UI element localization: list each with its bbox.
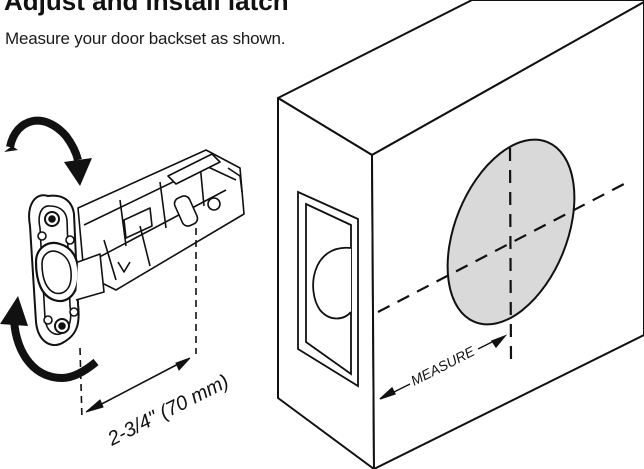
measure-dimension — [379, 334, 508, 400]
latch-assembly — [28, 149, 245, 347]
cross-bore-hole — [446, 138, 576, 326]
latch-recess — [297, 190, 359, 388]
instruction-text: Measure your door backset as shown. — [5, 29, 286, 48]
rotation-arrow-bottom — [0, 296, 99, 383]
bore-centerlines — [377, 147, 625, 363]
page-title: Adjust and install latch — [4, 0, 289, 16]
rotation-arrow-top — [4, 116, 92, 186]
backset-dimension — [79, 228, 197, 421]
backset-label: 2-3/4" (70 mm) — [103, 371, 232, 451]
